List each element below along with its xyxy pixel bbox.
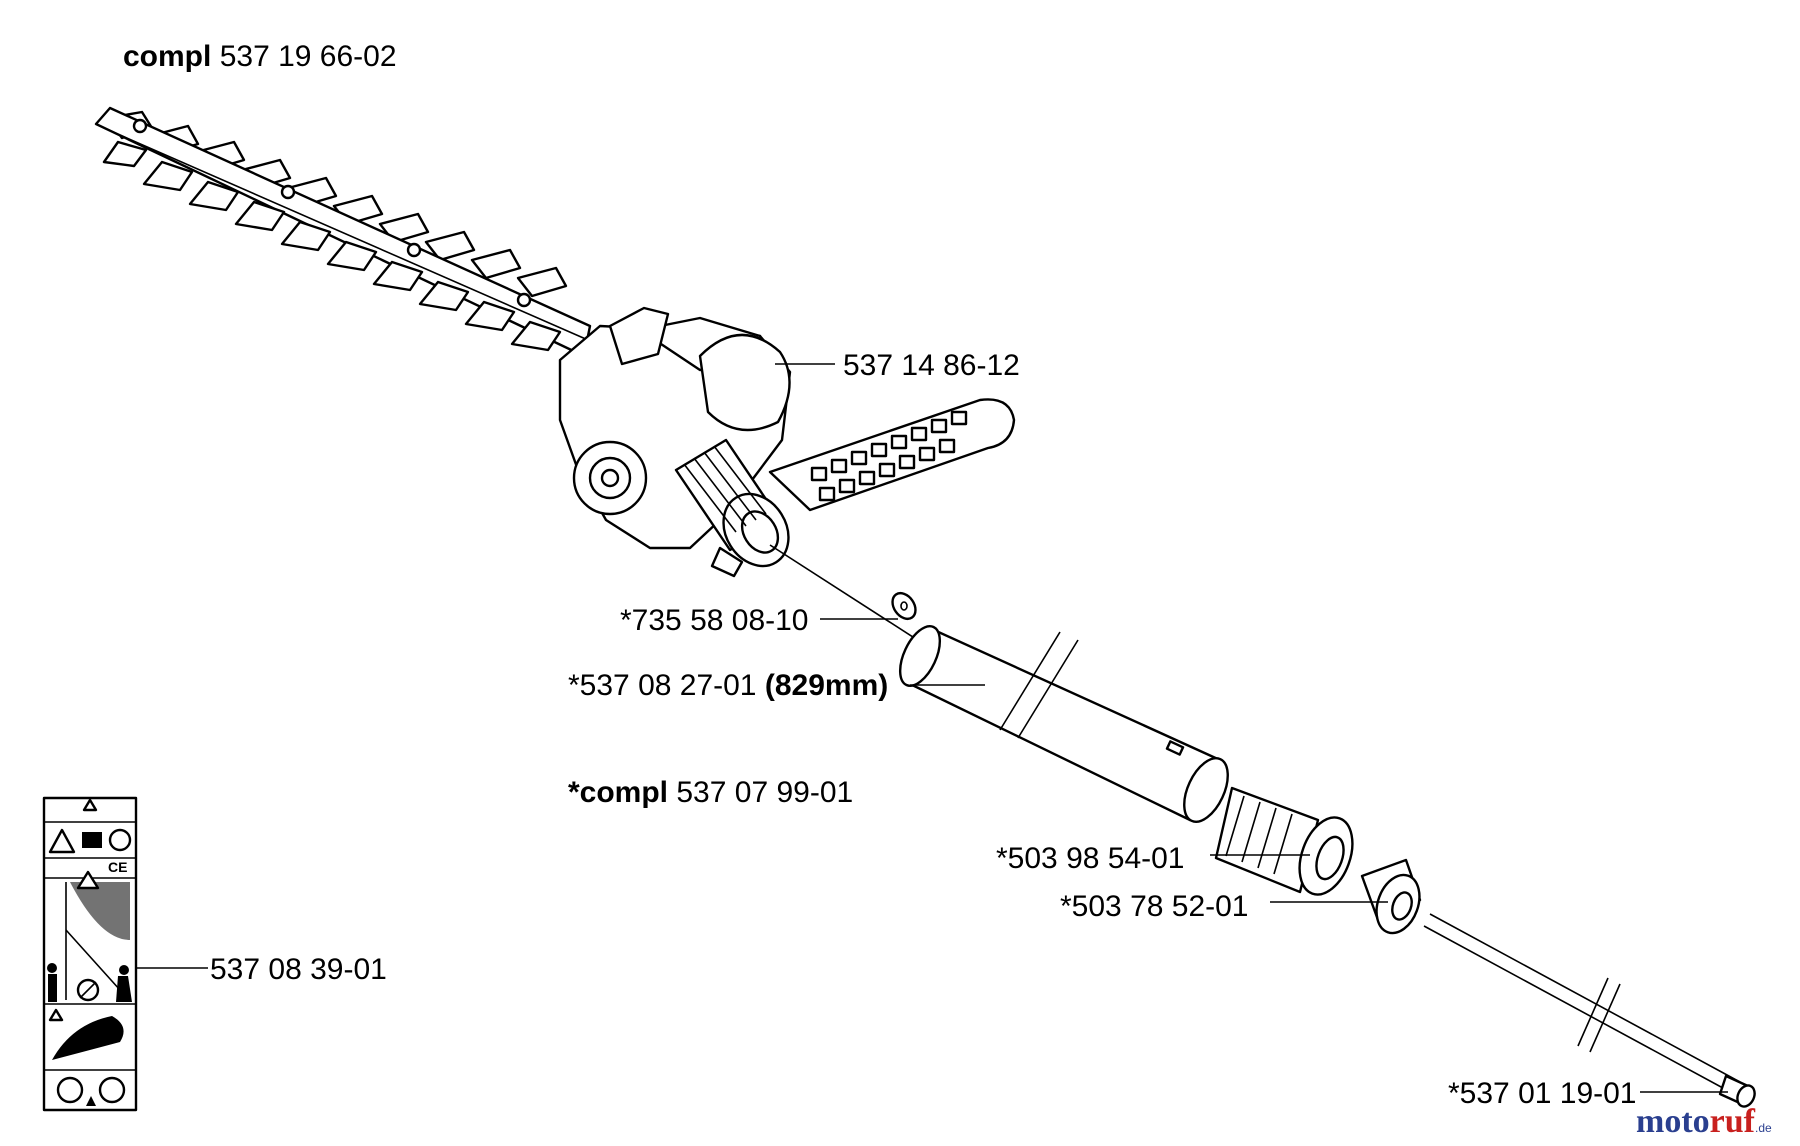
hedge-blade: [94, 106, 592, 358]
axis-line: [769, 544, 931, 649]
label-bushing: *503 98 54-01: [996, 842, 1185, 875]
tube: [898, 625, 1229, 823]
label-kit: *compl 537 07 99-01: [568, 776, 853, 809]
washer: [891, 591, 917, 621]
safety-decal: CE: [42, 796, 138, 1112]
svg-text:CE: CE: [108, 859, 127, 875]
drive-shaft: [1423, 913, 1756, 1108]
leader-lines: [136, 363, 1728, 1093]
label-ring: *503 78 52-01: [1060, 890, 1249, 923]
bushing: [1214, 786, 1354, 896]
watermark: motoruf.de: [1636, 1103, 1772, 1140]
label-washer: *735 58 08-10: [620, 604, 809, 637]
label-decal: 537 08 39-01: [210, 953, 387, 986]
label-shaft: *537 01 19-01: [1448, 1077, 1637, 1110]
label-assembly: compl 537 19 66-02: [123, 40, 397, 73]
gearbox-assembly: [558, 306, 1016, 578]
ring: [1360, 858, 1422, 935]
label-tube: *537 08 27-01 (829mm): [568, 669, 888, 702]
label-gearbox: 537 14 86-12: [843, 349, 1020, 382]
